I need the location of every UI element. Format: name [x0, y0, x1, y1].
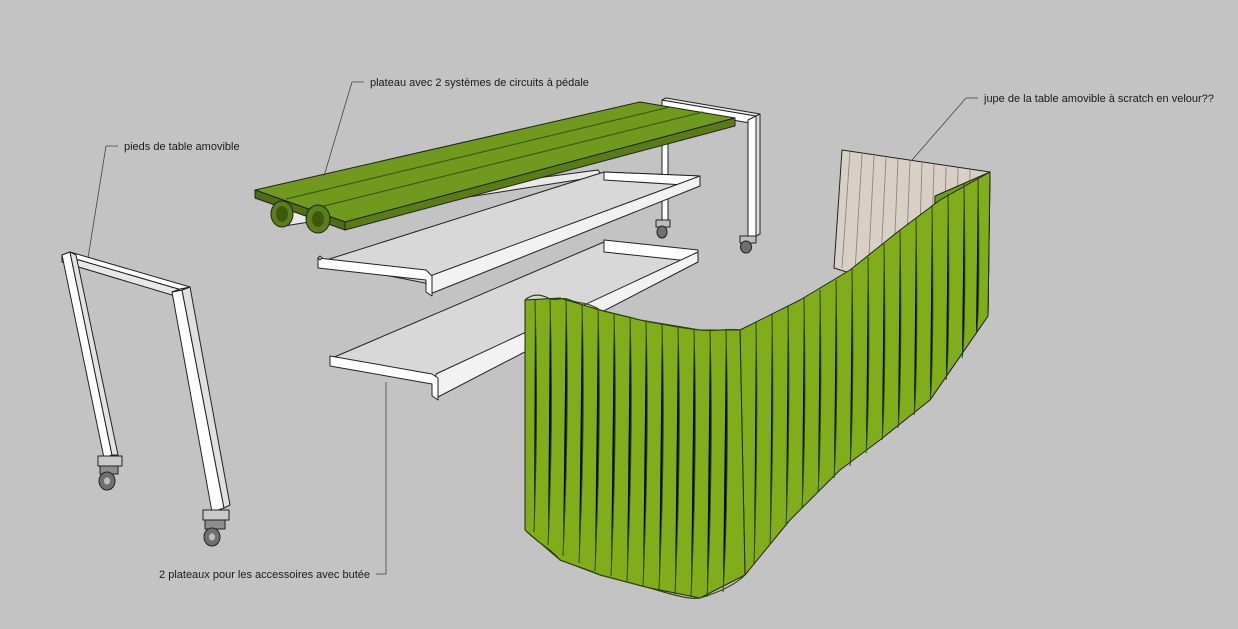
- table-skirt: [524, 149, 991, 599]
- pedal-roller-icon: [305, 204, 331, 234]
- annotation-jupe: jupe de la table amovible à scratch en v…: [911, 93, 1214, 161]
- label-pieds: pieds de table amovible: [124, 141, 240, 153]
- table-top-plateau: [254, 101, 736, 234]
- label-plateau: plateau avec 2 systèmes de circuits à pé…: [370, 77, 589, 89]
- annotation-plateau: plateau avec 2 systèmes de circuits à pé…: [323, 77, 589, 177]
- caster-wheel-icon: [655, 219, 671, 239]
- label-jupe: jupe de la table amovible à scratch en v…: [983, 93, 1214, 105]
- accessory-shelf-upper: [317, 171, 701, 297]
- removable-table-legs: [61, 251, 231, 547]
- pedal-roller-icon: [270, 200, 294, 228]
- caster-wheel-icon: [739, 235, 757, 254]
- caster-wheel-icon: [97, 455, 123, 491]
- caster-wheel-icon: [202, 509, 230, 547]
- annotation-plateaux: 2 plateaux pour les accessoires avec but…: [159, 382, 387, 581]
- annotation-pieds: pieds de table amovible: [87, 141, 240, 259]
- label-plateaux: 2 plateaux pour les accessoires avec but…: [159, 569, 370, 581]
